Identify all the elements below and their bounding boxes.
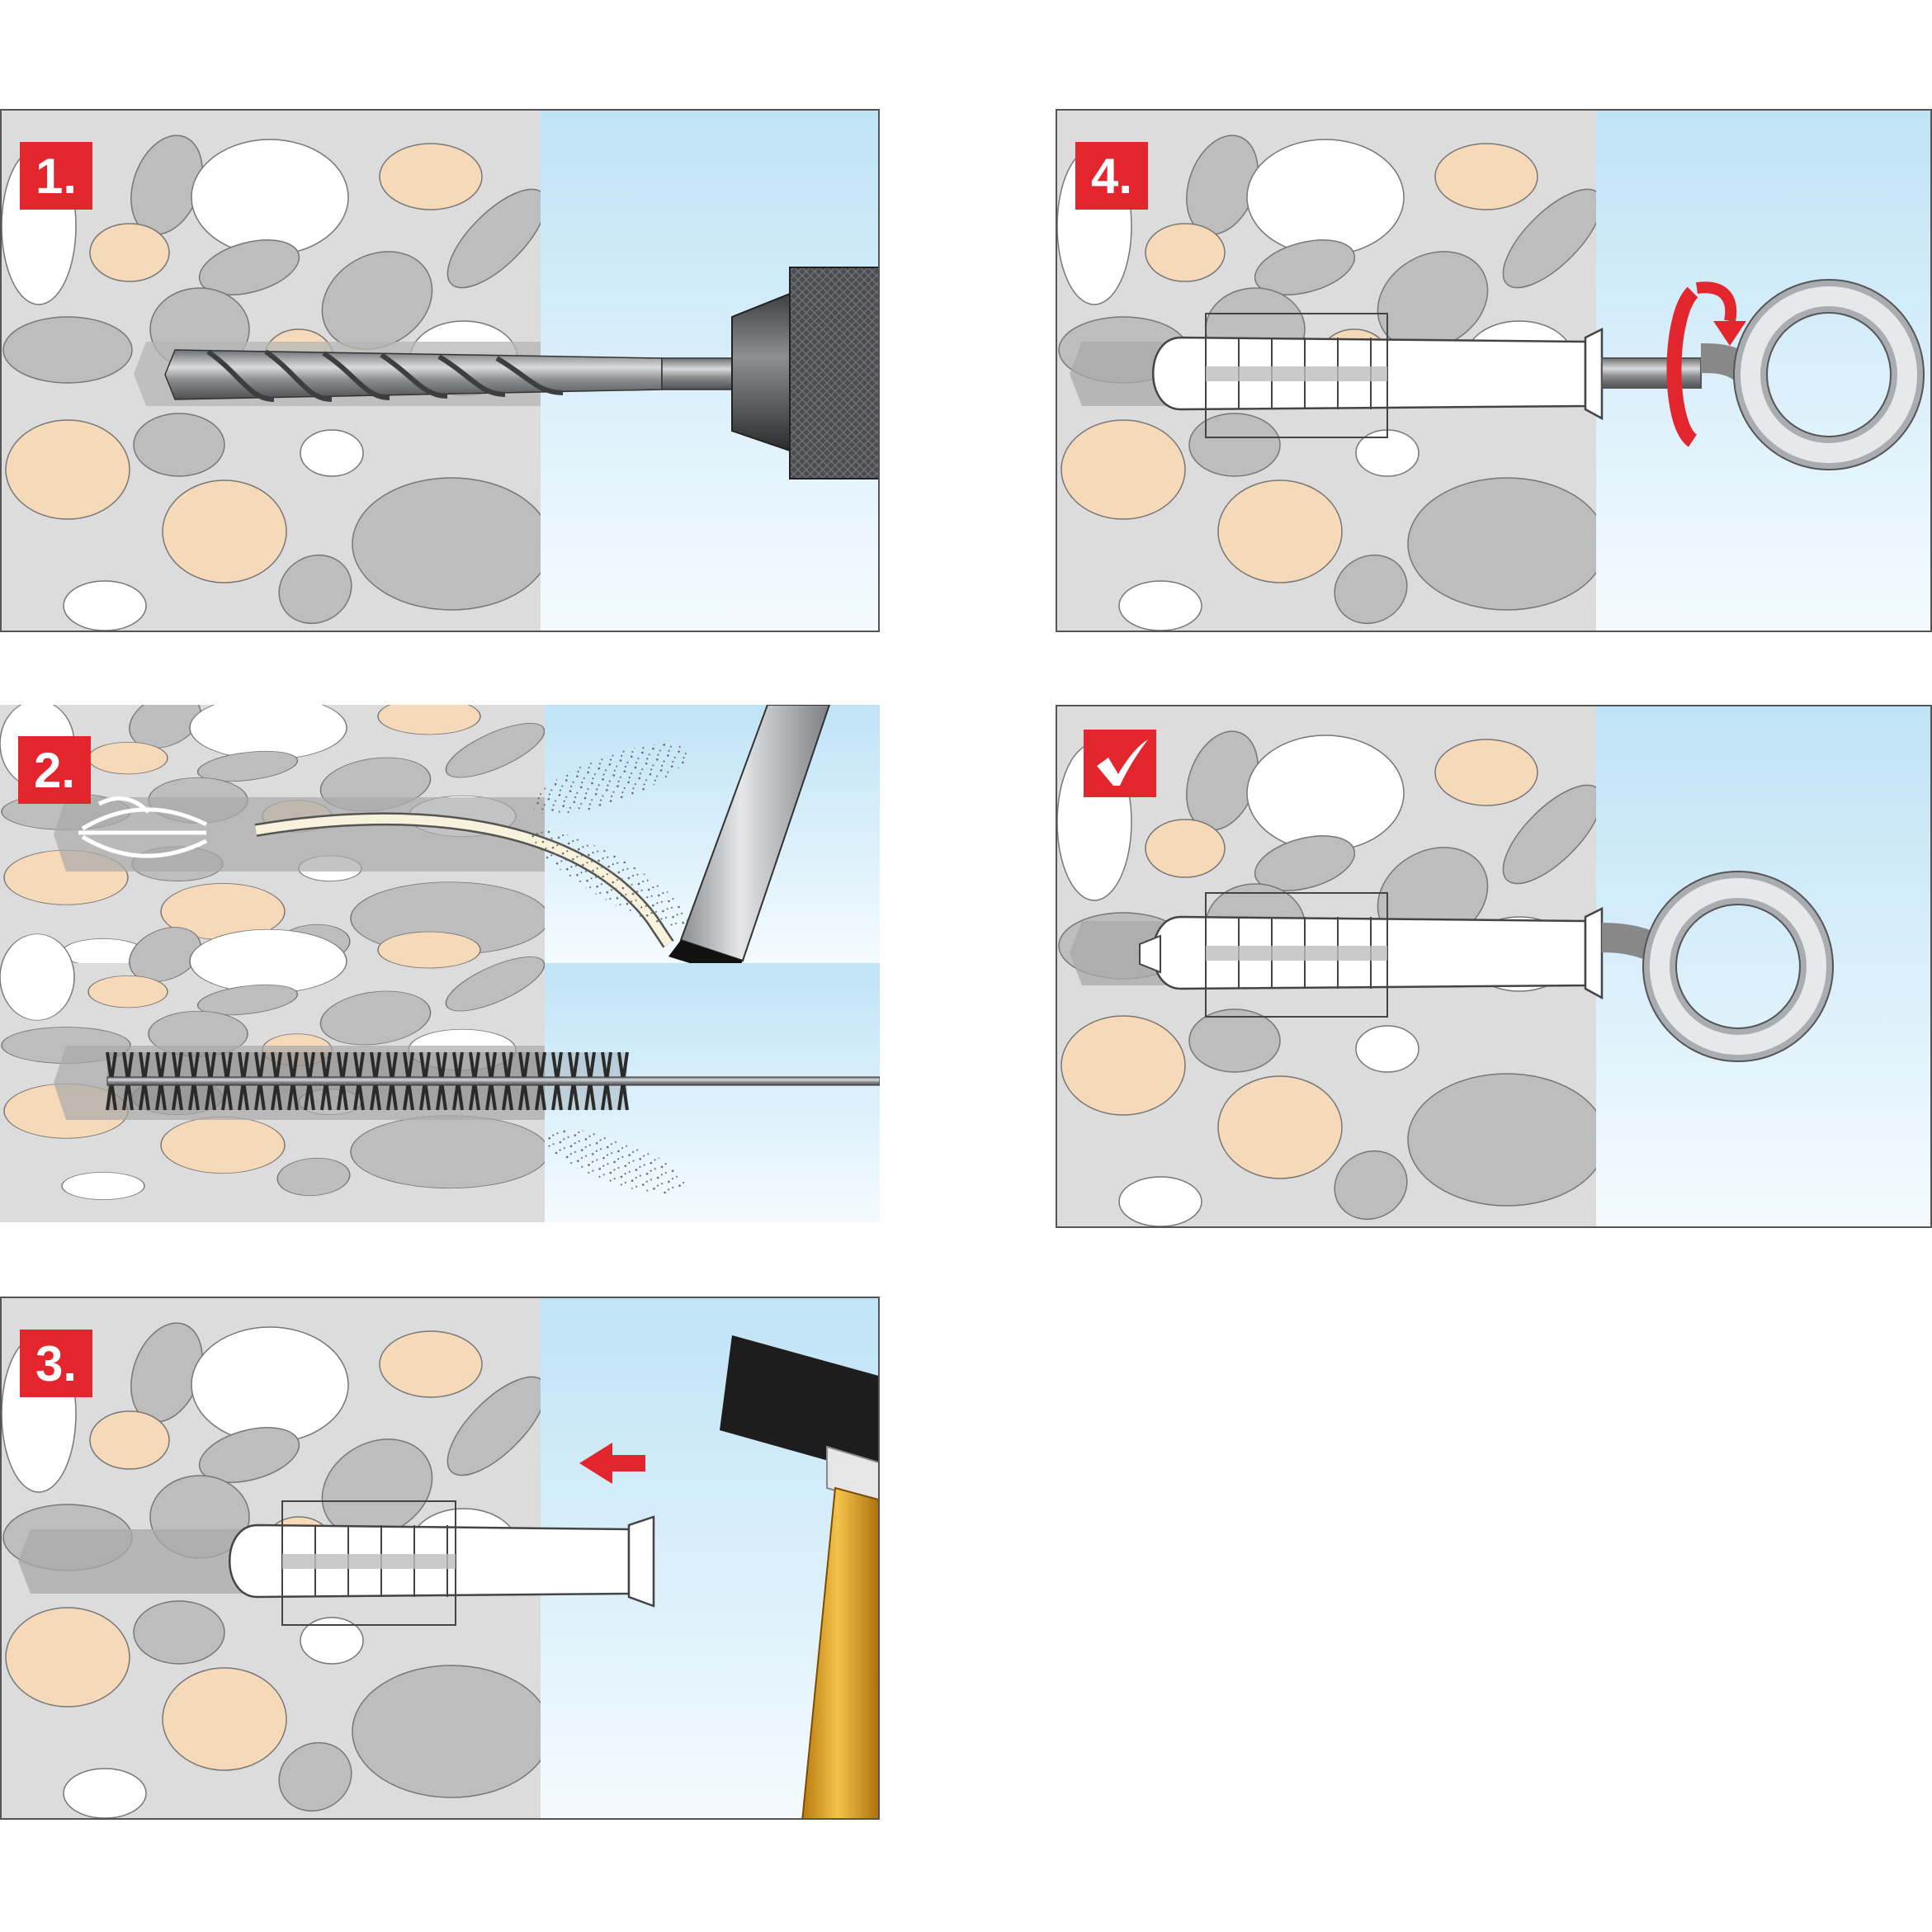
step-2-panel: 2. <box>0 705 880 1222</box>
step-1-badge: 1. <box>20 142 92 210</box>
air-arrows-icon <box>78 796 208 858</box>
step-2-badge: 2. <box>18 736 91 804</box>
wall-plug <box>1152 313 1604 438</box>
drilling-illustration: 1. <box>2 111 878 631</box>
done-panel <box>1056 705 1932 1228</box>
step-4-badge: 4. <box>1075 142 1148 210</box>
dust-cloud <box>531 743 691 928</box>
dust-cloud <box>544 1128 686 1194</box>
eye-hook <box>1601 279 1925 470</box>
eye-hook <box>1601 871 1834 1062</box>
step-3-panel: 3. <box>0 1297 880 1820</box>
done-badge <box>1084 730 1156 797</box>
cleaning-brush <box>106 1051 880 1111</box>
step-2-label: 2. <box>34 743 75 798</box>
step-4-panel: 4. <box>1056 109 1932 632</box>
step-3-label: 3. <box>35 1336 77 1391</box>
drill-chuck <box>731 267 878 479</box>
step-4-label: 4. <box>1091 149 1132 204</box>
step-1-label: 1. <box>35 149 77 204</box>
step-1-panel: 1. <box>0 109 880 632</box>
brush-section <box>0 921 880 1222</box>
cleaning-illustration: 2. <box>0 705 880 1222</box>
screw-in-illustration: 4. <box>1057 111 1930 631</box>
wall-plug <box>229 1500 655 1626</box>
installed-illustration <box>1057 706 1930 1226</box>
hammer-icon <box>720 1335 878 1818</box>
hammering-illustration: 3. <box>2 1298 878 1818</box>
check-mark-icon <box>1097 739 1148 786</box>
push-direction-arrow-icon <box>579 1443 645 1484</box>
step-3-badge: 3. <box>20 1330 92 1397</box>
drill-bit <box>164 349 733 402</box>
expanded-wall-plug <box>1139 892 1604 1018</box>
rotation-arrow-icon <box>1666 281 1746 447</box>
